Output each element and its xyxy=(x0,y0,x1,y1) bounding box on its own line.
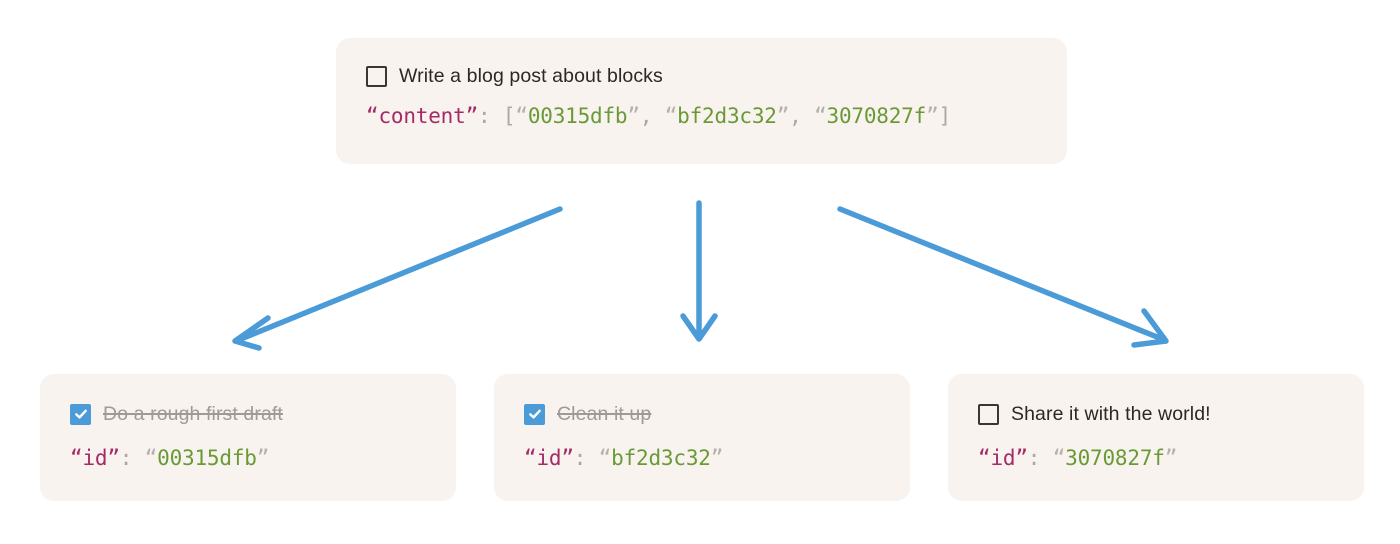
arrow-to-right-child xyxy=(837,206,1169,348)
json-value-2: 3070827f xyxy=(826,104,927,128)
json-gap xyxy=(490,104,502,128)
child-task-row[interactable]: Clean it up xyxy=(524,400,882,428)
json-separator-0: , xyxy=(639,104,665,128)
child-json-line: “id”: “3070827f” xyxy=(978,443,1336,473)
json-key: content xyxy=(378,104,466,128)
json-key-quote-close: ” xyxy=(107,446,120,470)
checkbox-checked-icon[interactable] xyxy=(70,403,91,425)
json-value-quote-close: ” xyxy=(710,446,724,470)
json-bracket-open: [ xyxy=(502,104,516,128)
json-value-quote-open: “ xyxy=(598,446,612,470)
json-key-quote-close: ” xyxy=(561,446,574,470)
child-task-label: Share it with the world! xyxy=(1011,403,1211,425)
json-value: bf2d3c32 xyxy=(611,446,711,470)
json-key: id xyxy=(536,446,562,470)
child-json-line: “id”: “00315dfb” xyxy=(70,443,428,473)
child-task-row[interactable]: Do a rough first draft xyxy=(70,400,428,428)
json-colon: : xyxy=(478,104,491,128)
json-value-quote-open-2: “ xyxy=(814,104,827,128)
json-value-1: bf2d3c32 xyxy=(677,104,777,128)
json-key-quote-open: “ xyxy=(366,104,379,128)
child-task-label: Do a rough first draft xyxy=(103,403,283,425)
child-block-card[interactable]: Do a rough first draft “id”: “00315dfb” xyxy=(40,374,456,501)
json-key-quote-close: ” xyxy=(465,104,479,128)
json-value-0: 00315dfb xyxy=(527,104,628,128)
json-gap xyxy=(1040,446,1052,470)
json-key-quote-open: “ xyxy=(70,446,83,470)
json-colon: : xyxy=(573,446,587,470)
json-value: 3070827f xyxy=(1065,446,1165,470)
child-task-label: Clean it up xyxy=(557,403,652,425)
child-block-card[interactable]: Share it with the world! “id”: “3070827f… xyxy=(948,374,1364,501)
json-colon: : xyxy=(119,446,133,470)
json-key-quote-close: ” xyxy=(1015,446,1028,470)
checkbox-empty-icon[interactable] xyxy=(978,403,999,425)
json-key: id xyxy=(990,446,1016,470)
json-gap xyxy=(586,446,598,470)
arrow-to-left-child xyxy=(232,206,563,351)
child-block-card[interactable]: Clean it up “id”: “bf2d3c32” xyxy=(494,374,910,501)
json-bracket-close: ] xyxy=(938,104,952,128)
json-key-quote-open: “ xyxy=(978,446,991,470)
arrow-to-middle-child xyxy=(680,200,718,342)
json-value-quote-open: “ xyxy=(1052,446,1066,470)
json-colon: : xyxy=(1027,446,1041,470)
checkbox-empty-icon[interactable] xyxy=(366,65,387,87)
parent-task-label: Write a blog post about blocks xyxy=(399,65,663,87)
json-value-quote-open-0: “ xyxy=(515,104,528,128)
json-separator-1: , xyxy=(789,104,815,128)
child-json-line: “id”: “bf2d3c32” xyxy=(524,443,882,473)
parent-task-row[interactable]: Write a blog post about blocks xyxy=(366,62,1039,90)
child-task-row[interactable]: Share it with the world! xyxy=(978,400,1336,428)
json-value-quote-open-1: “ xyxy=(664,104,678,128)
parent-json-line: “content”: [“00315dfb”, “bf2d3c32”, “307… xyxy=(366,101,1039,131)
json-value-quote-open: “ xyxy=(144,446,158,470)
checkbox-checked-icon[interactable] xyxy=(524,403,545,425)
json-key-quote-open: “ xyxy=(524,446,537,470)
json-key: id xyxy=(82,446,108,470)
parent-block-card[interactable]: Write a blog post about blocks “content”… xyxy=(336,38,1067,164)
json-value: 00315dfb xyxy=(157,446,257,470)
json-value-quote-close-1: ” xyxy=(776,104,790,128)
json-value-quote-close: ” xyxy=(1164,446,1178,470)
json-value-quote-close-0: ” xyxy=(627,104,640,128)
json-gap xyxy=(132,446,144,470)
json-value-quote-close: ” xyxy=(256,446,270,470)
json-value-quote-close-2: ” xyxy=(926,104,939,128)
